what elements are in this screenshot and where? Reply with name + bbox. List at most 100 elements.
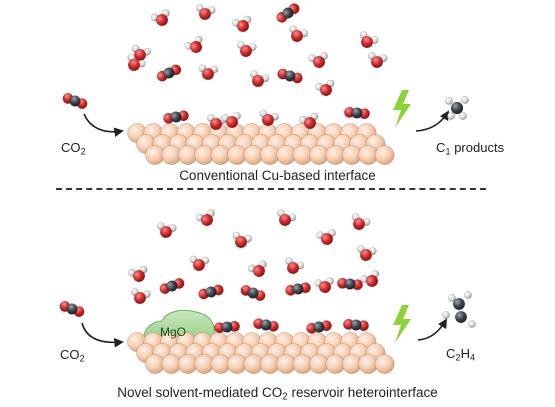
carbon-atom <box>247 287 259 299</box>
oxygen-atom <box>312 55 326 69</box>
oxygen-atom <box>360 35 374 49</box>
co2-molecule <box>276 3 300 23</box>
water-molecule <box>221 112 241 129</box>
carbon-atom <box>351 107 363 119</box>
water-molecule <box>237 41 257 58</box>
oxygen-atom <box>359 248 373 262</box>
lightning-bolt-icon-bottom <box>393 305 411 343</box>
water-molecule <box>127 53 146 72</box>
carbon-atom <box>166 280 178 292</box>
oxygen-atom <box>200 213 214 227</box>
hydrogen-atom <box>461 96 469 104</box>
co2-molecule <box>156 64 182 82</box>
carbon-atom <box>344 278 356 290</box>
arrow-product-out-top <box>415 110 449 132</box>
oxygen-atom <box>261 113 275 127</box>
water-molecule <box>314 277 334 294</box>
water-molecule <box>131 44 151 62</box>
oxygen-atom <box>252 264 266 278</box>
oxygen-atom <box>319 83 333 97</box>
carbon-atom <box>450 101 464 115</box>
water-molecule <box>247 260 267 278</box>
co2-molecule <box>306 320 332 334</box>
adsorbates-top <box>62 92 370 131</box>
carbon-atom <box>284 70 296 82</box>
oxygen-atom <box>320 232 334 246</box>
c1-products-label: C1 products <box>436 140 505 157</box>
carbon-atom <box>350 319 362 331</box>
hydrogen-atom <box>445 97 453 105</box>
carbon-atom <box>452 297 466 311</box>
hydrogen-atom <box>468 320 476 328</box>
co2-molecule <box>344 106 370 120</box>
co2-molecule <box>253 318 279 332</box>
co2-molecule <box>159 277 185 295</box>
hydrogen-atom <box>447 112 455 120</box>
cu-slab-top <box>127 123 395 165</box>
carbon-atom <box>260 319 272 331</box>
water-molecule <box>232 231 252 249</box>
oxygen-atom <box>239 44 253 58</box>
arrow-co2-in-top <box>83 113 124 137</box>
oxygen-atom <box>286 261 300 275</box>
water-molecule <box>259 109 279 127</box>
oxygen-atom <box>352 217 366 231</box>
hydrogen-atom <box>442 311 450 319</box>
water-molecule <box>299 112 319 130</box>
carbon-atom <box>454 310 468 324</box>
carbon-atom <box>66 303 78 315</box>
water-molecule <box>316 229 336 246</box>
oxygen-atom <box>365 274 379 288</box>
water-molecule <box>277 209 297 227</box>
cu-slab-bottom <box>127 332 395 374</box>
water-molecule <box>184 35 203 54</box>
carbon-atom <box>205 286 217 298</box>
adsorbates-bottom <box>59 300 369 334</box>
oxygen-atom <box>192 258 206 272</box>
ethylene-molecule <box>442 291 476 328</box>
oxygen-atom <box>159 225 173 239</box>
cu-atom <box>374 145 395 165</box>
oxygen-atom <box>318 280 332 294</box>
co2-molecule <box>285 282 311 296</box>
water-molecule <box>232 15 252 33</box>
heterointerface-caption: Novel solvent-mediated CO2 reservoir het… <box>117 385 438 403</box>
co2-molecule <box>240 284 266 302</box>
oxygen-atom <box>209 117 223 131</box>
carbon-atom <box>292 283 304 295</box>
oxygen-atom <box>133 291 147 305</box>
cu-atom <box>374 354 395 374</box>
water-molecule <box>351 213 371 231</box>
oxygen-atom <box>236 19 250 33</box>
methane-molecule <box>445 96 469 120</box>
solvent-molecules-bottom <box>128 209 380 305</box>
co2-molecule <box>337 277 363 291</box>
solvent-molecules-top <box>127 3 388 97</box>
co2-molecule <box>343 318 369 332</box>
oxygen-atom <box>225 115 239 129</box>
water-molecule <box>195 209 215 227</box>
water-molecule <box>250 70 270 88</box>
oxygen-atom <box>370 55 384 69</box>
co2-label-top: CO2 <box>61 140 86 157</box>
water-molecule <box>131 288 151 305</box>
oxygen-atom <box>132 269 146 283</box>
water-molecule <box>157 222 177 239</box>
co2-molecule <box>198 284 224 300</box>
hydrogen-atom <box>459 112 467 120</box>
water-molecule <box>198 64 219 81</box>
c2h4-label: C2H4 <box>446 346 476 363</box>
carbon-atom <box>163 67 175 79</box>
arrow-co2-in-bottom <box>81 322 124 348</box>
arrow-product-out-bottom <box>417 318 447 341</box>
water-molecule <box>308 52 328 69</box>
mgo-label: MgO <box>160 325 187 339</box>
carbon-atom <box>282 7 294 19</box>
oxygen-atom <box>189 40 203 54</box>
water-molecule <box>196 4 216 21</box>
water-molecule <box>150 9 170 27</box>
carbon-atom <box>313 321 325 333</box>
water-molecule <box>128 265 148 283</box>
water-molecule <box>368 52 388 69</box>
